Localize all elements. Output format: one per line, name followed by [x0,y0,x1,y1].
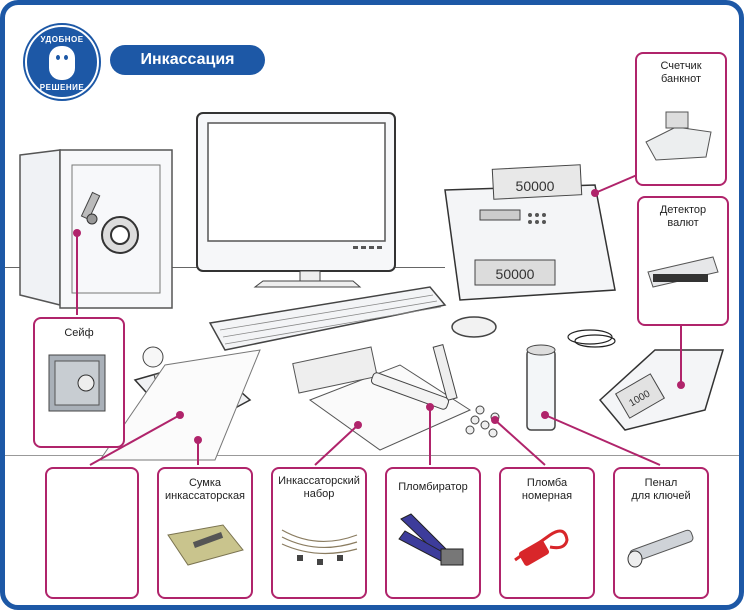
collection-bag-thumb [167,524,244,566]
key-case-label: Пенал для ключей [631,477,691,502]
safe-box: Сейф [33,317,125,448]
safe-illustration [19,149,173,309]
banknote-counter-label: Счетчик банкнот [660,60,702,85]
numbered-seal-thumb [514,529,569,566]
collection-kit-thumb [281,529,358,565]
sealer-box: Пломбиратор [385,467,481,599]
office-scene: 50000 50000 1000 [19,112,725,466]
collection-bag-box: Сумка инкассаторская [157,467,253,599]
monitor-illustration [196,112,396,288]
label-connectors [76,174,682,466]
currency-detector-label: Детектор валют [659,204,707,229]
page-title: Инкассация [110,45,265,75]
floor-line [5,455,739,456]
currency-detector-illustration: 1000 [598,349,725,431]
key-case-box: Пенал для ключей [613,467,709,599]
safe-label: Сейф [64,327,94,339]
keyboard-illustration [208,286,447,351]
banknote-counter-thumb [645,111,712,161]
currency-detector-thumb [647,256,719,288]
collection-kit-box: Инкассаторский набор [271,467,367,599]
sealing-pliers-desk-illustration [370,344,458,410]
numbered-seal-box: Пломба номерная [499,467,595,599]
currency-detector-box: Детектор валют [637,196,729,326]
key-case-illustration [526,344,556,431]
rubber-bands-illustration [567,329,616,348]
logo-top-text: УДОБНОЕ [40,35,84,44]
collection-bag-label: Сумка инкассаторская [164,477,246,502]
logo-bottom-text: РЕШЕНИЕ [39,83,85,92]
mouse-illustration [451,316,497,338]
brand-logo: УДОБНОЕ РЕШЕНИЕ [25,25,99,99]
banknote-counter-box: Счетчик банкнот [635,52,727,186]
sealer-thumb [398,513,464,566]
numbered-seal-label: Пломба номерная [521,477,573,502]
banknote-counter-illustration: 50000 50000 [444,164,616,301]
svg-text:50000: 50000 [496,266,535,282]
logo-face-icon [49,46,75,80]
sealer-label: Пломбиратор [398,481,468,493]
empty-box [45,467,139,599]
safe-thumb [48,354,106,412]
key-case-thumb [627,529,694,568]
svg-text:50000: 50000 [516,178,555,194]
collection-kit-label: Инкассаторский набор [278,475,360,500]
